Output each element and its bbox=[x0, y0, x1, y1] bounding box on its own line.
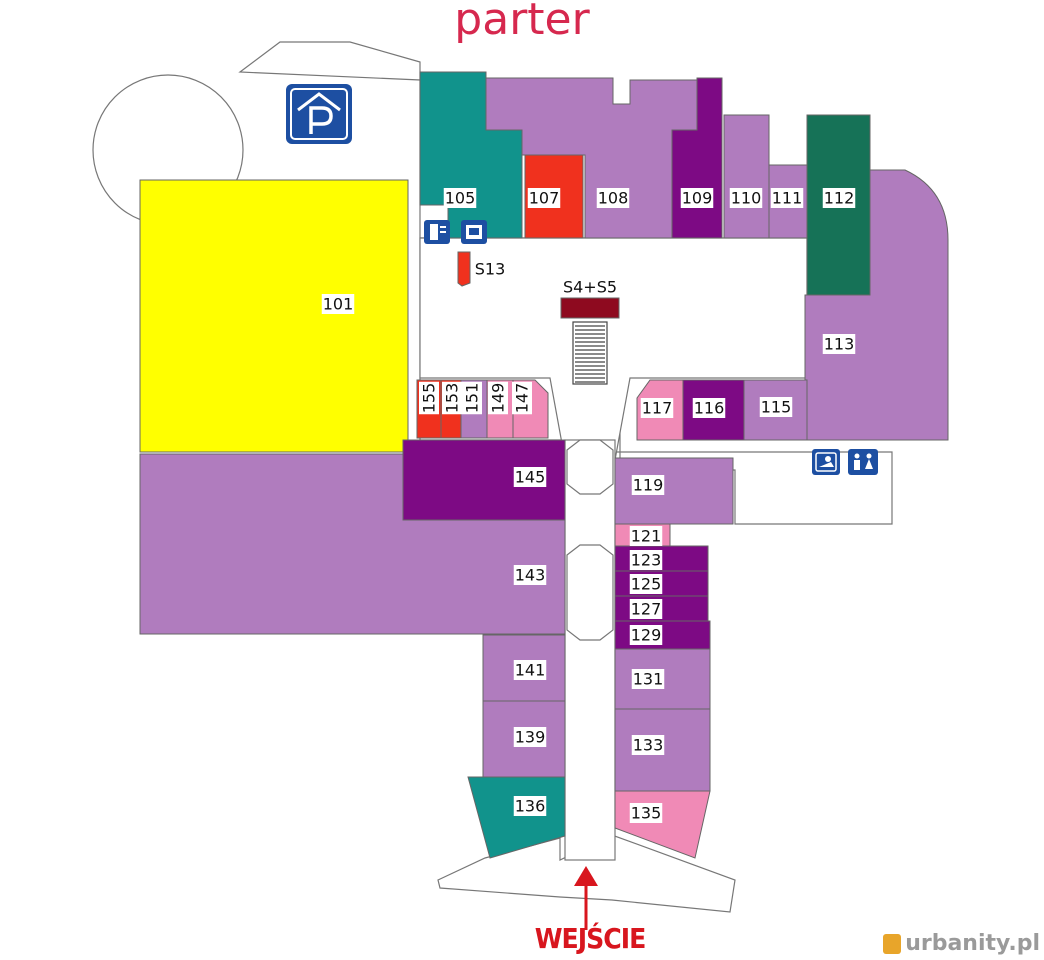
svg-text:108: 108 bbox=[598, 189, 629, 208]
svg-text:S13: S13 bbox=[475, 260, 506, 279]
watermark-text: urbanity.pl bbox=[905, 931, 1040, 956]
unit-label-s13: S13 bbox=[475, 260, 506, 279]
svg-text:115: 115 bbox=[761, 398, 792, 417]
svg-text:129: 129 bbox=[631, 626, 662, 645]
atm-icon bbox=[424, 220, 450, 244]
svg-text:127: 127 bbox=[631, 600, 662, 619]
urbanity-logo-icon bbox=[883, 933, 902, 954]
toilets-icon bbox=[848, 449, 878, 475]
corridor-nodes bbox=[566, 439, 614, 641]
unit-label-143: 143 bbox=[513, 565, 547, 585]
svg-text:107: 107 bbox=[529, 189, 560, 208]
corridor-node-upper bbox=[566, 439, 614, 495]
svg-text:123: 123 bbox=[631, 551, 662, 570]
baby-changing-icon bbox=[812, 449, 840, 475]
svg-text:119: 119 bbox=[633, 476, 664, 495]
svg-text:S4+S5: S4+S5 bbox=[563, 278, 617, 297]
svg-text:116: 116 bbox=[694, 399, 725, 418]
unit-label-123: 123 bbox=[629, 550, 663, 570]
svg-text:101: 101 bbox=[323, 295, 354, 314]
svg-text:143: 143 bbox=[515, 566, 546, 585]
svg-text:155: 155 bbox=[420, 383, 439, 414]
unit-label-110: 110 bbox=[729, 188, 763, 208]
svg-text:145: 145 bbox=[515, 468, 546, 487]
svg-text:141: 141 bbox=[515, 661, 546, 680]
unit-label-108: 108 bbox=[596, 188, 630, 208]
unit-label-131: 131 bbox=[631, 669, 665, 689]
svg-text:151: 151 bbox=[463, 383, 482, 414]
svg-text:136: 136 bbox=[515, 797, 546, 816]
unit-101[interactable] bbox=[139, 179, 409, 453]
entrance-label: WEJŚCIE bbox=[534, 922, 647, 955]
unit-label-133: 133 bbox=[631, 735, 665, 755]
unit-label-147: 147 bbox=[512, 381, 532, 415]
unit-label-107: 107 bbox=[527, 188, 561, 208]
unit-label-127: 127 bbox=[629, 599, 663, 619]
unit-110[interactable] bbox=[723, 114, 770, 239]
unit-label-153: 153 bbox=[442, 381, 462, 415]
svg-text:133: 133 bbox=[633, 736, 664, 755]
svg-text:139: 139 bbox=[515, 728, 546, 747]
escalator-upper bbox=[572, 321, 608, 385]
unit-label-136: 136 bbox=[513, 796, 547, 816]
unit-label-113: 113 bbox=[822, 334, 856, 354]
unit-label-121: 121 bbox=[629, 526, 663, 546]
svg-text:131: 131 bbox=[633, 670, 664, 689]
unit-label-116: 116 bbox=[692, 398, 726, 418]
unit-label-125: 125 bbox=[629, 574, 663, 594]
svg-text:117: 117 bbox=[642, 399, 673, 418]
floor-title: parter bbox=[454, 0, 590, 45]
unit-label-151: 151 bbox=[462, 381, 482, 415]
unit-label-105: 105 bbox=[443, 188, 477, 208]
svg-text:113: 113 bbox=[824, 335, 855, 354]
unit-label-139: 139 bbox=[513, 727, 547, 747]
unit-s13[interactable] bbox=[457, 251, 471, 287]
unit-129[interactable] bbox=[614, 620, 711, 650]
unit-label-135: 135 bbox=[629, 803, 663, 823]
unit-label-119: 119 bbox=[631, 475, 665, 495]
unit-label-149: 149 bbox=[488, 381, 508, 415]
unit-s4s5[interactable] bbox=[560, 297, 620, 319]
svg-text:105: 105 bbox=[445, 189, 476, 208]
entrance-arrow bbox=[574, 866, 598, 930]
main-corridor bbox=[564, 439, 616, 861]
svg-text:110: 110 bbox=[731, 189, 762, 208]
ticket-machine-icon bbox=[461, 220, 487, 244]
svg-text:135: 135 bbox=[631, 804, 662, 823]
unit-label-129: 129 bbox=[629, 625, 663, 645]
unit-labels: 101 105 107 108 109 110 111 112 113 115 116 117 119 1… bbox=[321, 188, 856, 823]
svg-text:147: 147 bbox=[513, 383, 532, 414]
svg-text:125: 125 bbox=[631, 575, 662, 594]
unit-label-145: 145 bbox=[513, 467, 547, 487]
unit-label-101: 101 bbox=[321, 294, 355, 314]
corridor-node-lower bbox=[566, 544, 614, 641]
svg-text:121: 121 bbox=[631, 527, 662, 546]
svg-text:111: 111 bbox=[772, 189, 803, 208]
watermark: urbanity.pl bbox=[883, 931, 1040, 956]
svg-text:112: 112 bbox=[824, 189, 855, 208]
unit-label-115: 115 bbox=[759, 397, 793, 417]
parking-icon[interactable] bbox=[286, 84, 352, 144]
unit-label-s4s5: S4+S5 bbox=[563, 278, 617, 297]
svg-text:153: 153 bbox=[443, 383, 462, 414]
unit-label-117: 117 bbox=[640, 398, 674, 418]
svg-text:109: 109 bbox=[682, 189, 713, 208]
unit-label-109: 109 bbox=[680, 188, 714, 208]
unit-label-155: 155 bbox=[419, 381, 439, 415]
unit-label-112: 112 bbox=[822, 188, 856, 208]
unit-label-141: 141 bbox=[513, 660, 547, 680]
svg-text:149: 149 bbox=[489, 383, 508, 414]
unit-label-111: 111 bbox=[770, 188, 804, 208]
